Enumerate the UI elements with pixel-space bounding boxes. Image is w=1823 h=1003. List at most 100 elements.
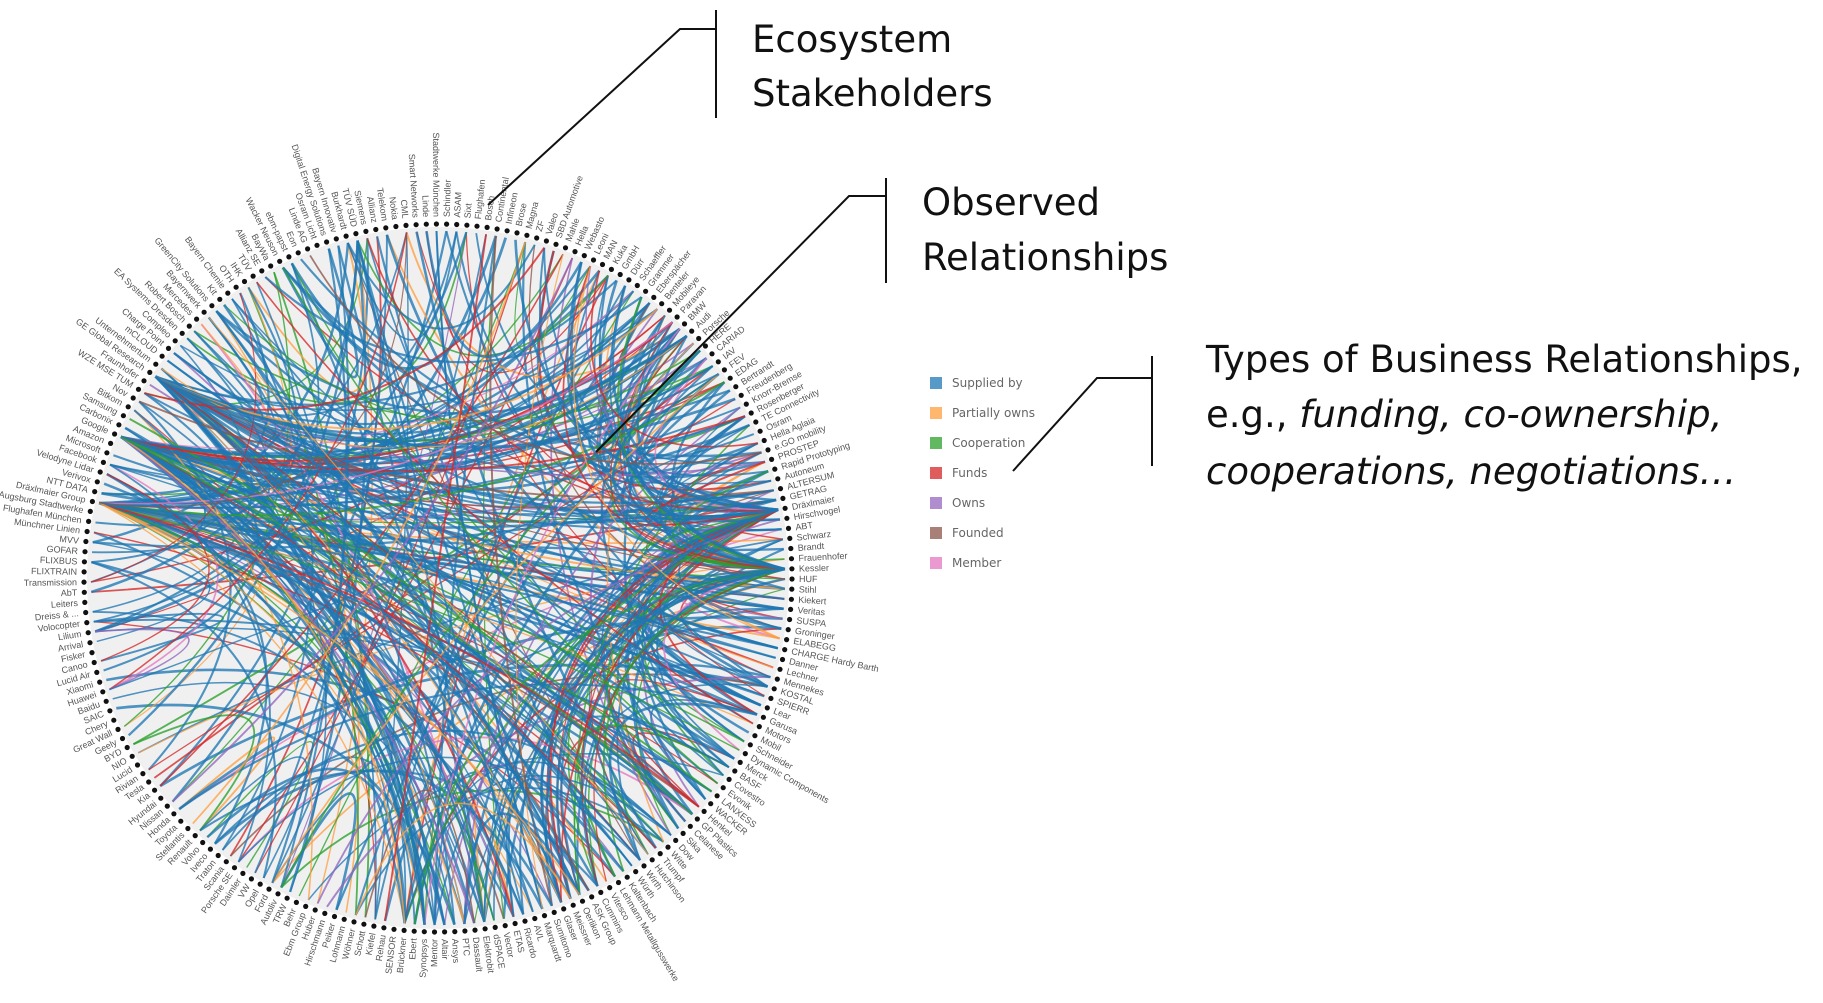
stakeholder-node-dot (598, 889, 604, 896)
relationship-chord (95, 321, 673, 633)
relationship-chord (98, 502, 700, 808)
relationship-chord (356, 240, 486, 923)
stakeholder-node-dot (777, 486, 784, 492)
stakeholder-node-dot (87, 640, 93, 646)
stakeholder-node-dot (257, 881, 263, 887)
stakeholder-node-dot (782, 647, 788, 653)
callout-ecosystem-pointer (487, 28, 716, 206)
stakeholder-node-dot (383, 225, 389, 231)
relationship-chord (120, 435, 426, 925)
stakeholder-node-dot (295, 250, 301, 256)
stakeholder-node-dot (617, 271, 623, 278)
stakeholder-label: Transmission (24, 577, 77, 588)
stakeholder-node-dot (788, 606, 794, 613)
stakeholder-node-dot (789, 566, 795, 572)
stakeholder-node-dot (217, 296, 223, 302)
relationship-chord (120, 436, 641, 861)
relationship-chord (91, 560, 553, 907)
relationship-chord (109, 463, 219, 691)
stakeholder-label: Ansys (450, 938, 461, 963)
stakeholder-node-dot (341, 916, 347, 922)
stakeholder-node-dot (94, 669, 100, 676)
stakeholder-node-dot (761, 437, 767, 444)
stakeholder-node-dot (391, 926, 397, 932)
stakeholder-node-dot (720, 785, 726, 791)
relationship-chord (92, 479, 772, 549)
relationship-chord (282, 267, 719, 785)
stakeholder-node-dot (782, 505, 788, 511)
stakeholder-node-dot (624, 874, 630, 880)
stakeholder-node-dot (765, 447, 771, 453)
stakeholder-node-dot (651, 294, 657, 300)
callout-types-line3: cooperations, negotiations… (1206, 450, 1736, 493)
stakeholder-node-dot (748, 410, 754, 416)
relationship-chord (154, 375, 633, 867)
stakeholder-node-dot (393, 223, 399, 230)
legend-label: Partially owns (952, 406, 1035, 420)
stakeholder-label: Lehmann Metallgusswerke (618, 886, 681, 983)
legend-label: Supplied by (952, 376, 1023, 390)
stakeholder-node-dot (108, 440, 114, 446)
stakeholder-node-dot (777, 666, 783, 672)
stakeholder-node-dot (687, 823, 693, 829)
relationship-chord (609, 285, 786, 570)
stakeholder-node-dot (514, 230, 520, 236)
stakeholder-node-dot (186, 323, 192, 329)
stakeholder-node-dot (423, 221, 429, 227)
relationship-chord (166, 330, 264, 421)
relationship-chord (374, 285, 626, 920)
stakeholder-node-dot (442, 929, 448, 935)
stakeholder-node-dot (125, 404, 131, 410)
relationship-chord (222, 304, 581, 896)
stakeholder-label: Kiekert (798, 595, 827, 607)
legend-swatch (930, 467, 942, 479)
relationship-chord (566, 261, 786, 570)
relationship-chord (540, 715, 735, 903)
legend-swatch (930, 377, 942, 389)
stakeholder-node-dot (164, 803, 170, 809)
relationship-chord (463, 470, 769, 925)
stakeholder-node-dot (462, 928, 468, 934)
stakeholder-node-dot (82, 599, 88, 606)
stakeholder-node-dot (209, 303, 215, 309)
stakeholder-node-dot (401, 927, 407, 934)
stakeholder-label: FLIXBUS (40, 555, 78, 567)
relationship-chord (602, 568, 786, 872)
relationship-chord (108, 232, 408, 691)
stakeholder-node-dot (413, 222, 419, 228)
stakeholder-node-dot (81, 559, 87, 565)
stakeholder-node-dot (715, 359, 721, 365)
stakeholder-node-dot (83, 538, 89, 545)
stakeholder-label: Rehau (374, 934, 388, 962)
stakeholder-node-dot (116, 422, 122, 428)
stakeholder-label: CML (399, 199, 411, 219)
stakeholder-node-dot (701, 808, 707, 815)
relationship-chord (120, 435, 525, 915)
stakeholder-label: HUF (799, 574, 818, 584)
stakeholder-node-dot (159, 353, 165, 359)
stakeholder-node-dot (179, 330, 185, 336)
legend-swatch (930, 527, 942, 539)
stakeholder-label: FLIXTRAIN (31, 566, 77, 577)
stakeholder-label: Mentor (429, 939, 439, 967)
relationship-chord (635, 508, 779, 768)
relationship-chord (264, 276, 643, 364)
stakeholder-node-dot (641, 863, 647, 869)
stakeholder-node-dot (185, 825, 191, 832)
stakeholder-label: Frauenhofer (798, 551, 848, 564)
stakeholder-node-dot (100, 459, 106, 465)
stakeholder-node-dot (363, 228, 369, 234)
stakeholder-node-dot (785, 525, 792, 532)
relationship-chord (590, 270, 758, 448)
stakeholder-node-dot (579, 898, 586, 904)
stakeholder-node-dot (192, 833, 198, 839)
stakeholder-node-dot (158, 795, 164, 801)
stakeholder-node-dot (474, 223, 480, 229)
stakeholder-node-dot (738, 392, 744, 398)
stakeholder-node-dot (659, 301, 665, 307)
relationship-chord (425, 231, 583, 359)
stakeholder-node-dot (215, 852, 221, 859)
callout-types-line2-italic: funding, co-ownership, (1299, 393, 1722, 436)
callout-ecosystem-line2: Stakeholders (752, 72, 993, 115)
relationship-chord (120, 436, 745, 743)
